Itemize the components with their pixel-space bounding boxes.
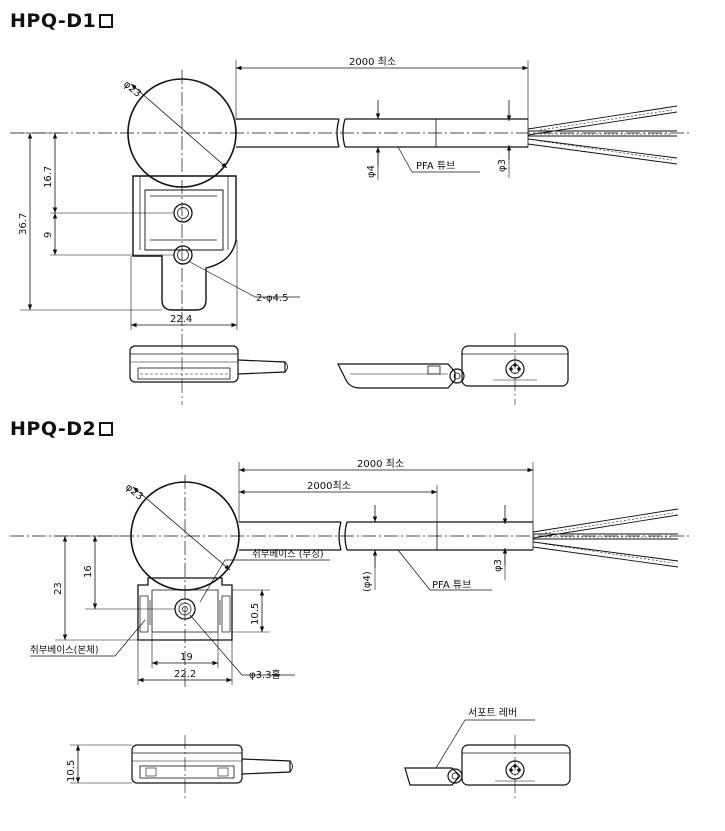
d1-dim-16-7: 16.7	[43, 166, 54, 188]
d1-title: HPQ-D1	[10, 10, 114, 32]
d2-dim-22-2: 22.2	[174, 669, 196, 680]
d2-cable-length-2: 2000최소	[307, 480, 351, 492]
d1-tube-label: PFA 튜브	[416, 160, 455, 172]
d2-wire-dia: φ3	[493, 559, 504, 572]
d2-hole: φ3.3홀	[249, 668, 281, 681]
d1-diameter: φ23	[121, 79, 143, 100]
d2-mount-sub: 취부베이스 (부싱)	[252, 549, 324, 560]
d2-mount-main: 취부베이스(본체)	[30, 645, 99, 656]
d2-top-view	[10, 462, 690, 690]
d2-dim-10-5-side: 10.5	[66, 760, 77, 782]
d2-tube-label: PFA 튜브	[432, 579, 471, 591]
d1-wire-dia: φ3	[497, 159, 508, 172]
d2-dim-16: 16	[83, 565, 94, 578]
d2-front-view	[70, 735, 293, 800]
square-icon	[99, 422, 114, 436]
d2-side-view	[404, 719, 571, 800]
d2-cable-length: 2000 최소	[357, 458, 404, 470]
square-icon	[99, 14, 114, 28]
d2-dim-23: 23	[53, 582, 64, 595]
d1-holes: 2-φ4.5	[256, 293, 288, 304]
d2-labels: 2000 최소 2000최소 φ23 취부베이스 (부싱) (φ4) PFA 튜…	[30, 458, 504, 681]
d1-dim-36-7: 36.7	[18, 213, 29, 235]
d2-title: HPQ-D2	[10, 418, 114, 440]
d1-dim-9: 9	[43, 232, 54, 238]
d1-top-view	[10, 60, 690, 335]
d1-front-view	[129, 335, 288, 405]
d2-tube-dia: (φ4)	[362, 571, 373, 592]
d2-dim-10-5: 10.5	[250, 603, 261, 625]
d1-cable-length: 2000 최소	[349, 56, 396, 68]
d1-tube-dia: φ4	[366, 165, 377, 178]
d1-labels: 2000 최소 φ23 PFA 튜브 φ4 φ3 16.7 36.7 9 2-φ…	[18, 56, 508, 325]
d2-lever: 서포트 레버	[468, 707, 517, 719]
d1-side-view	[337, 333, 569, 405]
d1-width: 22.4	[170, 314, 192, 325]
d2-dim-19: 19	[180, 652, 193, 663]
d2-diameter: φ23	[123, 482, 145, 503]
